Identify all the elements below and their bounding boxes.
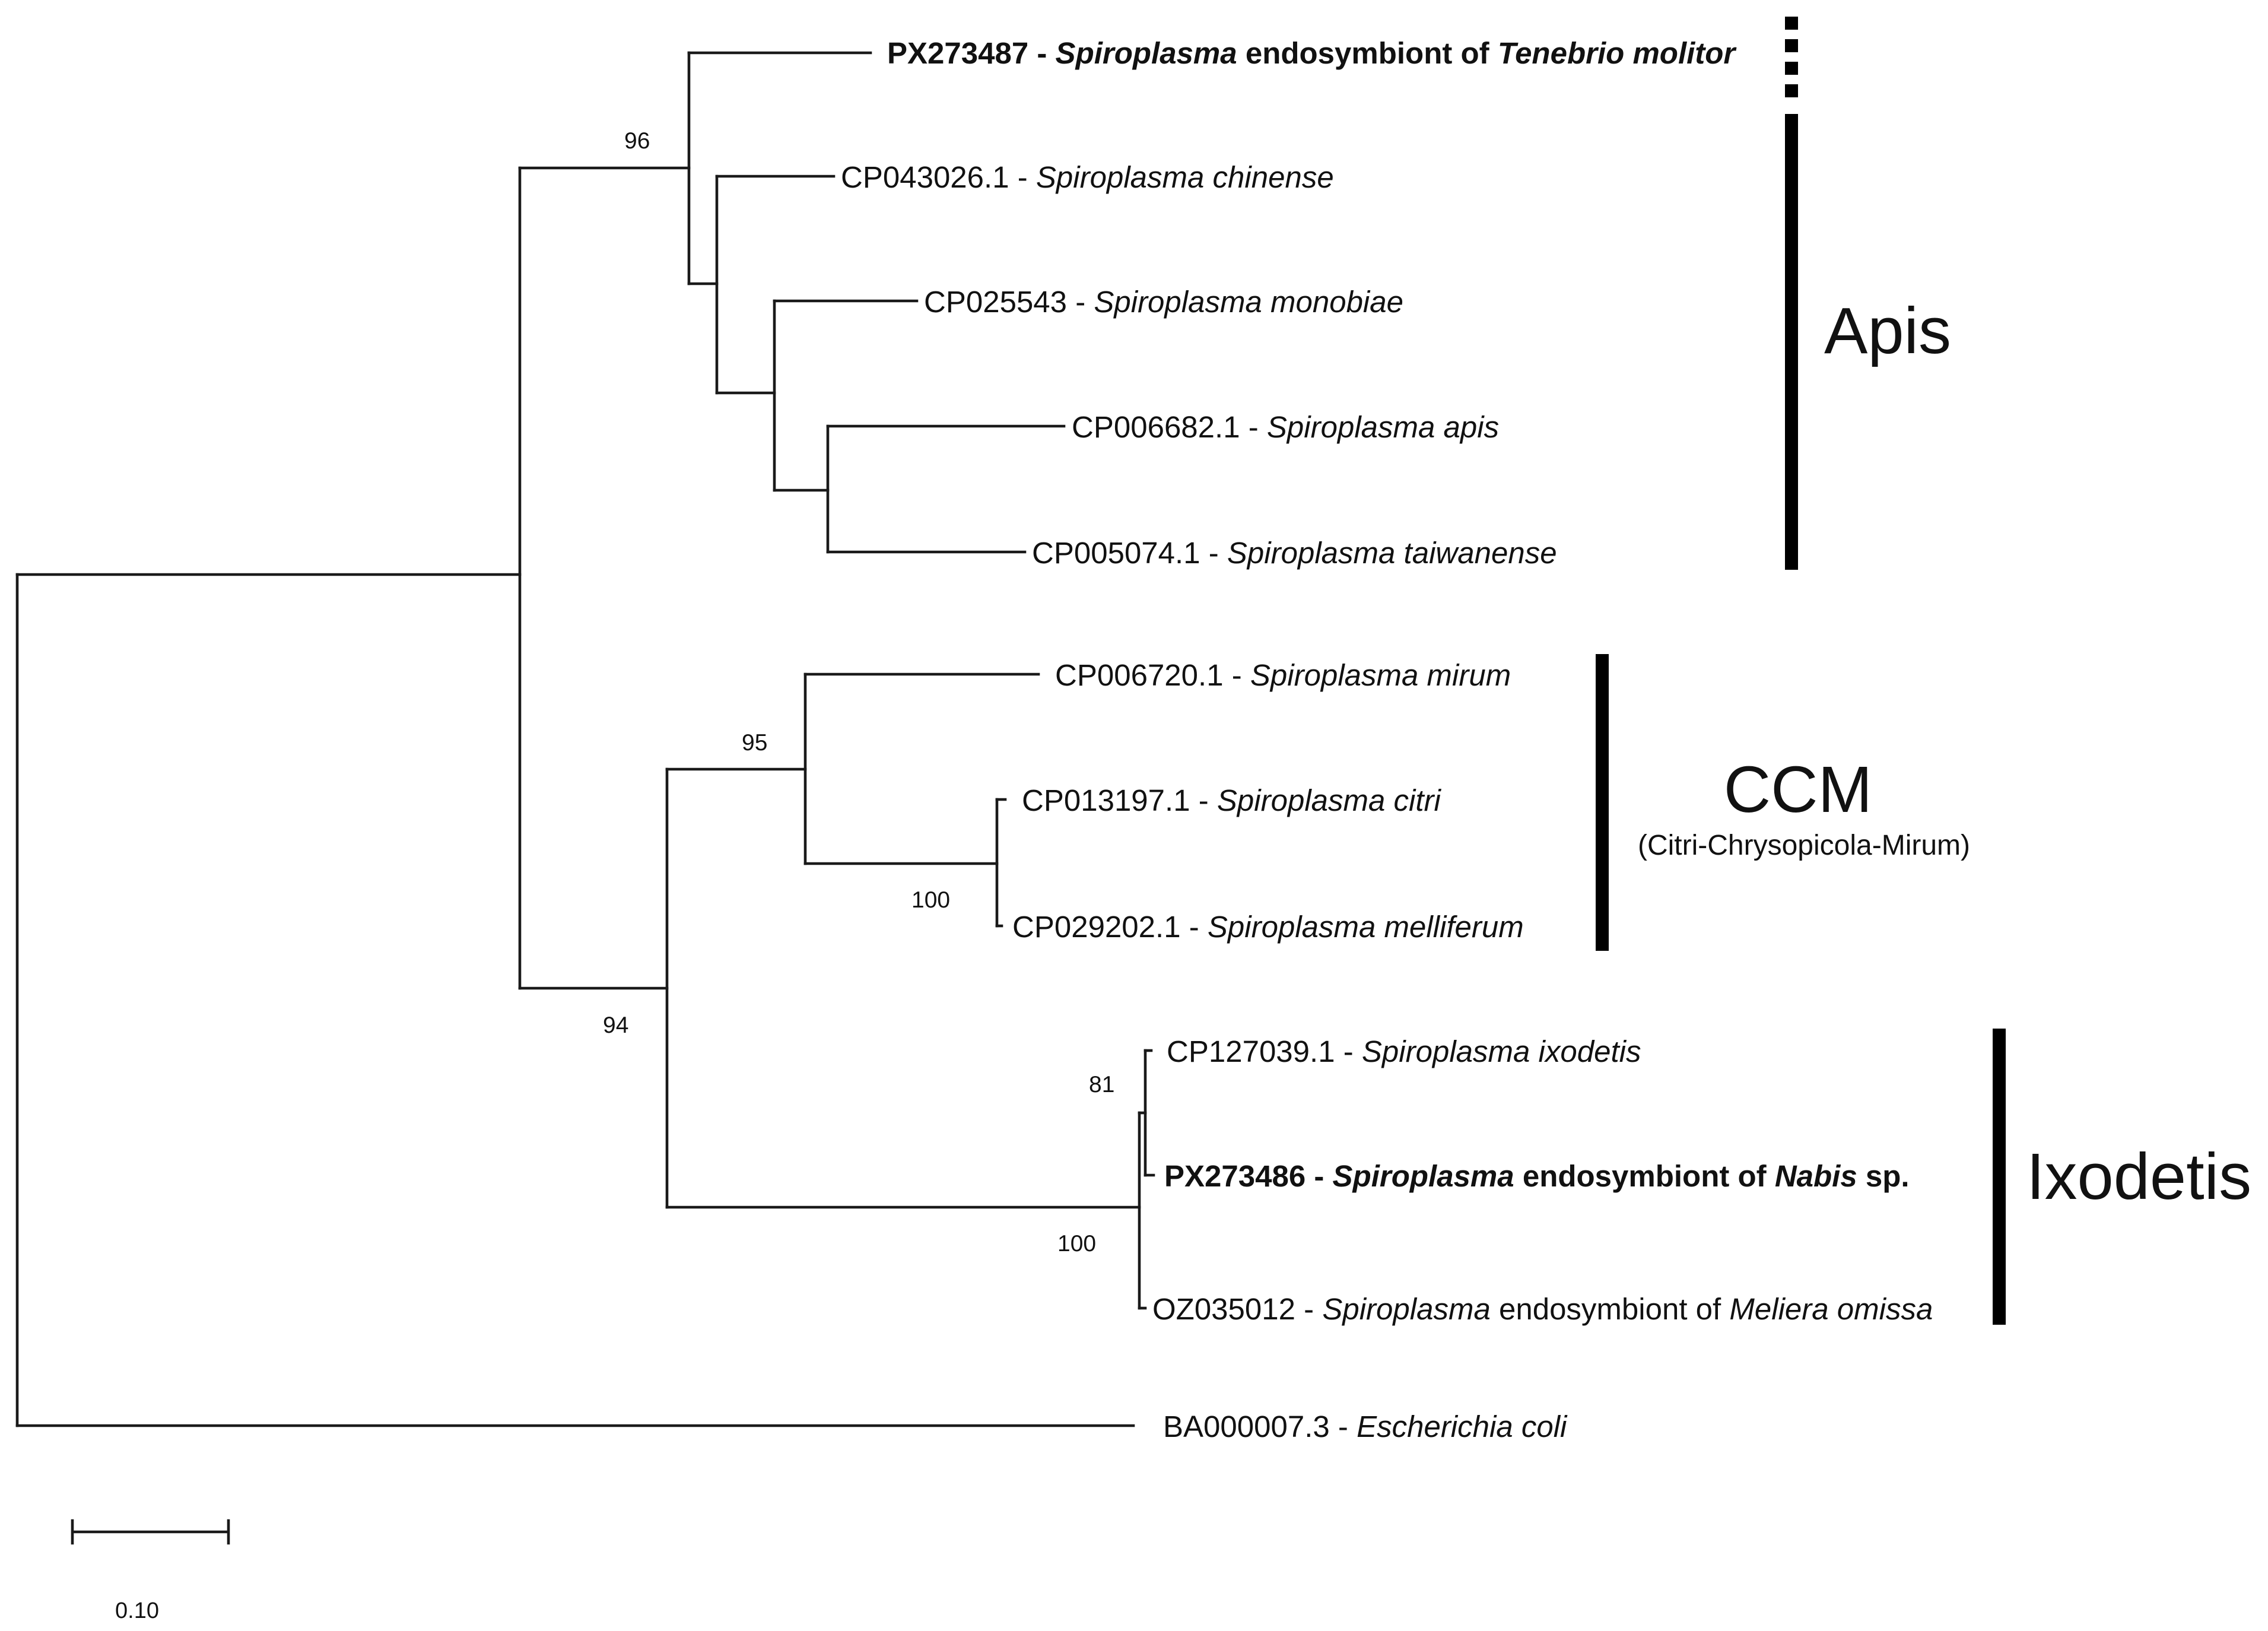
tip-species: Spiroplasma melliferum <box>1208 910 1524 944</box>
tip-separator: - <box>1295 1292 1322 1326</box>
tip-accession: CP006682.1 <box>1072 410 1240 444</box>
tip-endosymbiont-text: endosymbiont of <box>1514 1159 1775 1193</box>
clade-name-ixodetis: Ixodetis <box>2026 1140 2251 1213</box>
tip-accession: CP006720.1 <box>1055 658 1224 692</box>
clade-name-apis: Apis <box>1824 294 1951 367</box>
tip-label-cp006720: CP006720.1 - Spiroplasma mirum <box>1055 658 1511 692</box>
tip-separator: - <box>1009 160 1036 194</box>
tip-accession: CP025543 <box>924 285 1067 319</box>
tip-label-cp127039: CP127039.1 - Spiroplasma ixodetis <box>1167 1035 1641 1068</box>
scale-bar: 0.10 <box>71 1519 230 1623</box>
tip-separator: - <box>1028 36 1055 70</box>
tip-genus: Spiroplasma <box>1056 36 1237 70</box>
support-value-tenebrio-apis: 96 <box>624 128 650 154</box>
tip-species: Spiroplasma apis <box>1267 410 1499 444</box>
tip-label-ba000007: BA000007.3 - Escherichia coli <box>1163 1410 1568 1443</box>
tip-species: Spiroplasma ixodetis <box>1362 1035 1641 1068</box>
clade-name-ccm: CCM <box>1724 753 1873 826</box>
tip-separator: - <box>1181 910 1208 944</box>
tip-host: Nabis <box>1775 1159 1857 1193</box>
tree-branches <box>15 51 1155 1427</box>
tip-endosymbiont-text: endosymbiont of <box>1491 1292 1730 1326</box>
tip-accession: CP013197.1 <box>1022 783 1190 817</box>
tip-separator: - <box>1240 410 1267 444</box>
tip-label-px273486: PX273486 - Spiroplasma endosymbiont of N… <box>1164 1159 1910 1193</box>
tip-accession: OZ035012 <box>1152 1292 1295 1326</box>
tip-endosymbiont-text: endosymbiont of <box>1237 36 1498 70</box>
tip-accession: BA000007.3 <box>1163 1410 1330 1443</box>
tip-species: Spiroplasma monobiae <box>1094 285 1403 319</box>
tip-genus: Spiroplasma <box>1333 1159 1514 1193</box>
tip-separator: - <box>1224 658 1250 692</box>
tip-species: Escherichia coli <box>1357 1410 1568 1443</box>
tip-separator: - <box>1330 1410 1357 1443</box>
tip-species: Spiroplasma citri <box>1217 783 1442 817</box>
clade-annotations: Apis CCM (Citri-Chrysopicola-Mirum) Ixod… <box>1596 17 2251 1325</box>
support-value-ixodetis: 100 <box>1057 1231 1096 1256</box>
tip-label-px273487: PX273487 - Spiroplasma endosymbiont of T… <box>887 36 1737 70</box>
support-value-citri-melliferum: 100 <box>911 887 950 913</box>
support-value-ccm: 95 <box>742 730 767 756</box>
tip-separator: - <box>1067 285 1094 319</box>
tip-label-cp006682: CP006682.1 - Spiroplasma apis <box>1072 410 1499 444</box>
tip-species: Spiroplasma chinense <box>1036 160 1334 194</box>
tip-accession: PX273486 <box>1164 1159 1305 1193</box>
support-value-ixodetis-nabis: 81 <box>1089 1072 1114 1097</box>
tip-accession: CP043026.1 <box>841 160 1009 194</box>
tip-suffix: sp. <box>1857 1159 1910 1193</box>
tip-separator: - <box>1335 1035 1362 1068</box>
tip-species: Spiroplasma taiwanense <box>1227 536 1557 570</box>
tip-accession: CP127039.1 <box>1167 1035 1335 1068</box>
tip-label-oz035012: OZ035012 - Spiroplasma endosymbiont of M… <box>1152 1292 1933 1326</box>
tip-label-cp043026: CP043026.1 - Spiroplasma chinense <box>841 160 1334 194</box>
scale-bar-label: 0.10 <box>115 1598 159 1623</box>
support-value-ccm-ixodetis: 94 <box>603 1013 628 1038</box>
tip-labels: PX273487 - Spiroplasma endosymbiont of T… <box>841 36 1933 1443</box>
tip-host: Tenebrio molitor <box>1498 36 1737 70</box>
tip-host: Meliera omissa <box>1729 1292 1933 1326</box>
tip-separator: - <box>1200 536 1227 570</box>
tip-label-cp013197: CP013197.1 - Spiroplasma citri <box>1022 783 1442 817</box>
tip-separator: - <box>1190 783 1217 817</box>
tip-accession: CP029202.1 <box>1012 910 1181 944</box>
tip-species: Spiroplasma mirum <box>1250 658 1511 692</box>
clade-subtitle-ccm: (Citri-Chrysopicola-Mirum) <box>1638 830 1970 861</box>
tip-genus: Spiroplasma <box>1322 1292 1490 1326</box>
tip-label-cp025543: CP025543 - Spiroplasma monobiae <box>924 285 1403 319</box>
tip-accession: CP005074.1 <box>1032 536 1200 570</box>
scale-bar-line <box>71 1519 230 1545</box>
tip-accession: PX273487 <box>887 36 1028 70</box>
tip-label-cp005074: CP005074.1 - Spiroplasma taiwanense <box>1032 536 1557 570</box>
tip-separator: - <box>1305 1159 1332 1193</box>
tip-label-cp029202: CP029202.1 - Spiroplasma melliferum <box>1012 910 1524 944</box>
support-values: 96 95 100 94 81 100 <box>603 128 1114 1256</box>
